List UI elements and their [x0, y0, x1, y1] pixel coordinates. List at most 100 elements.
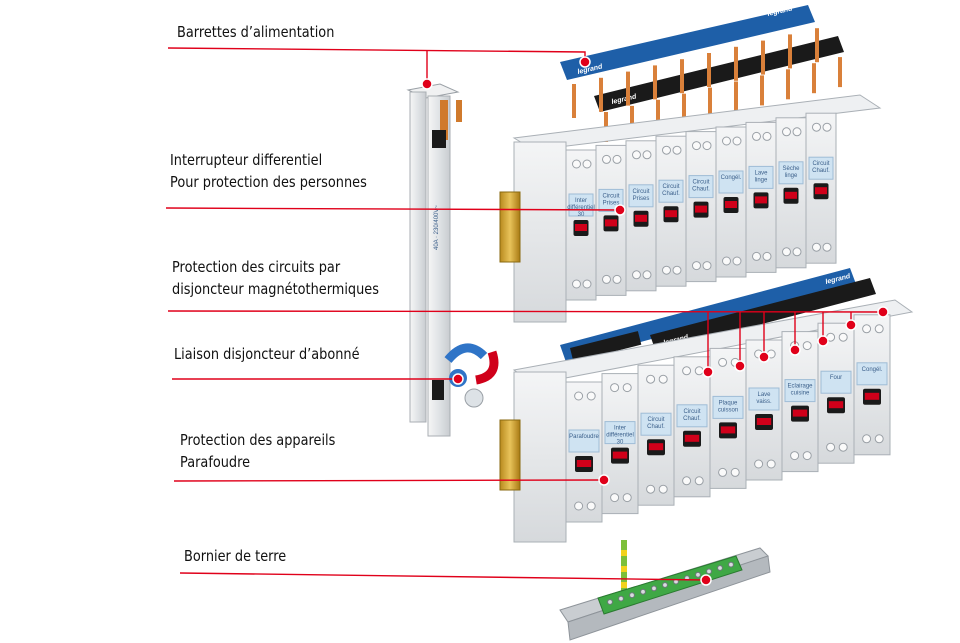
callout-dot [614, 204, 626, 216]
callout-dot [845, 319, 857, 331]
comb-tooth [734, 46, 738, 81]
module-label: Four [830, 375, 842, 381]
callout-line [179, 572, 707, 581]
bornier-screw [640, 588, 646, 595]
comb-tooth [760, 75, 764, 106]
liaison-connector [444, 343, 499, 408]
comb-tooth [788, 34, 792, 69]
breaker-module: Congél. [715, 126, 747, 278]
callout-dot [421, 78, 433, 90]
comb-tooth [786, 69, 790, 100]
comb-tooth [630, 105, 634, 136]
bornier-screw [607, 599, 613, 605]
callout-dot [700, 574, 712, 586]
callout-dot [758, 351, 770, 363]
callout-interrupteur-label: Interrupteur differentiel Pour protectio… [170, 149, 367, 193]
callout-text: Liaison disjoncteur d’abonné [174, 345, 360, 363]
bornier-screw [651, 585, 657, 592]
callout-parafoudre-label: Protection des appareils Parafoudre [180, 429, 335, 473]
callout-liaison-label: Liaison disjoncteur d’abonné [174, 343, 360, 365]
bornier-screw [629, 592, 635, 599]
comb-tooth [656, 99, 660, 130]
comb-tooth [653, 65, 657, 100]
callout-dot [789, 344, 801, 356]
callout-dot [579, 56, 591, 68]
svg-text:40A · 230/400V~: 40A · 230/400V~ [434, 205, 440, 250]
callout-text: Bornier de terre [184, 547, 287, 565]
callout-line [167, 47, 586, 62]
bornier-screw [662, 582, 668, 588]
comb-tooth [682, 93, 686, 124]
callout-text: Protection des appareils [180, 431, 336, 449]
callout-dot [734, 360, 746, 372]
comb-tooth [680, 59, 684, 94]
callout-text: Barrettes d’alimentation [177, 23, 335, 41]
callout-line [165, 207, 621, 211]
callout-dot [817, 335, 829, 347]
bornier-screw [695, 571, 701, 578]
comb-tooth [838, 57, 842, 88]
comb-tooth [599, 77, 603, 112]
breaker-module: Congél. [853, 314, 891, 456]
breaker-module: Parafoudre [565, 381, 603, 523]
vertical-supply-rail: 40A · 230/400V~ [406, 83, 462, 437]
callout-lines [165, 47, 889, 586]
comb-tooth [626, 71, 630, 106]
callout-bornier-label: Bornier de terre [184, 545, 286, 567]
bornier-de-terre [559, 547, 771, 641]
callout-dot [598, 474, 610, 486]
comb-tooth [708, 87, 712, 118]
module-label: Congél. [721, 175, 742, 181]
callout-barrettes-label: Barrettes d’alimentation [177, 21, 334, 43]
bornier-screw [717, 565, 723, 571]
comb-tooth [761, 40, 765, 75]
comb-tooth [734, 81, 738, 112]
callout-dot [702, 366, 714, 378]
callout-disjoncteurs-label: Protection des circuits par disjoncteur … [172, 256, 379, 300]
callout-dot [452, 373, 464, 385]
bornier-screw [728, 561, 734, 568]
module-label: Parafoudre [569, 434, 599, 440]
callout-text: Parafoudre [180, 453, 251, 471]
callout-text: disjoncteur magnétothermiques [172, 280, 379, 298]
bornier-screw [618, 595, 624, 602]
comb-tooth [572, 84, 576, 118]
bornier-screw [706, 568, 712, 575]
comb-tooth [707, 53, 711, 87]
comb-tooth [812, 63, 816, 94]
callout-text: Interrupteur differentiel [170, 151, 323, 169]
comb-tooth [815, 28, 819, 63]
callout-line [173, 479, 605, 482]
callout-text: Protection des circuits par [172, 258, 341, 276]
callout-text: Pour protection des personnes [170, 173, 367, 191]
upper-comb-busbars: legrand legrand legrand [560, 5, 844, 142]
module-label: Congél. [862, 367, 883, 373]
